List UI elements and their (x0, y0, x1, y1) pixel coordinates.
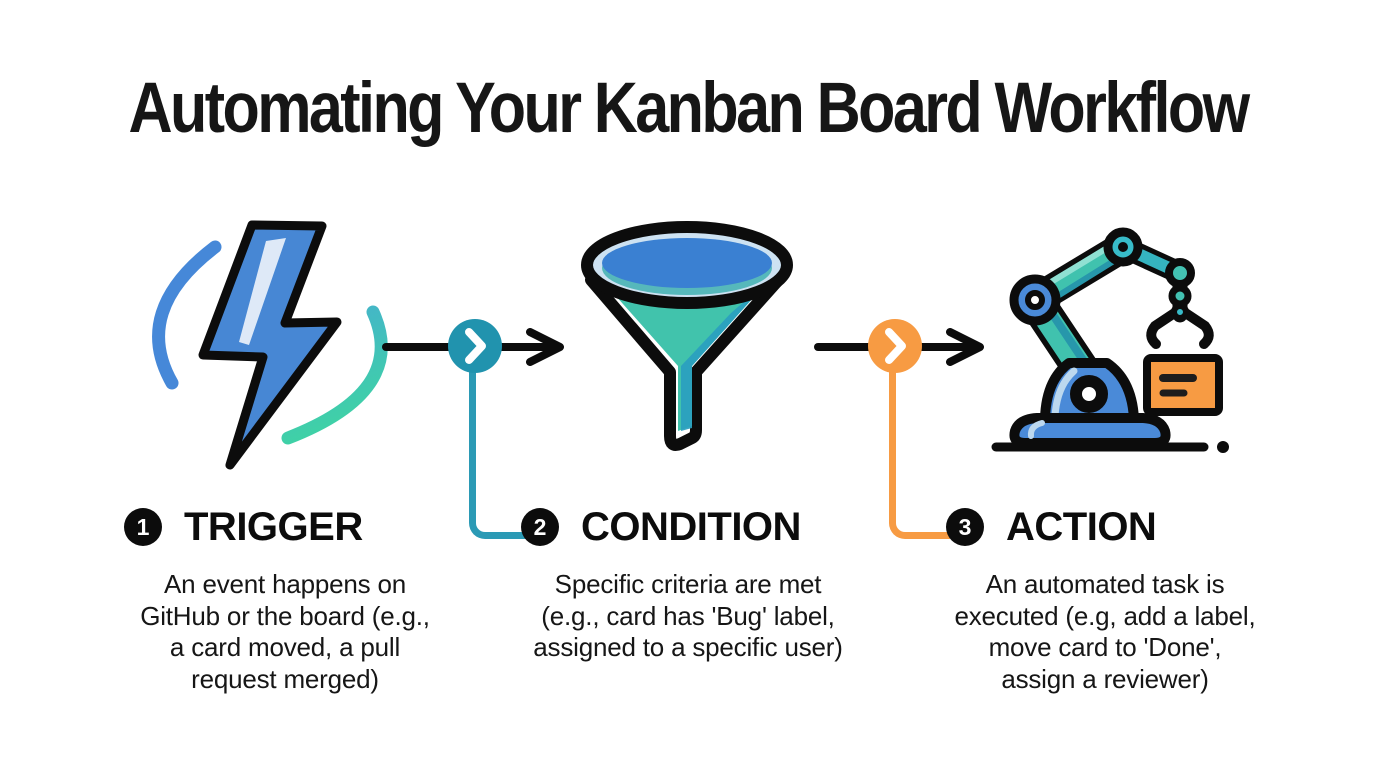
description-line: assigned to a specific user) (533, 632, 843, 662)
step-header-action: 3 ACTION (946, 504, 1157, 549)
description-line: An event happens on (164, 569, 406, 599)
chevron-right-icon (868, 319, 922, 373)
description-line: move card to 'Done', (988, 632, 1222, 662)
step-header-condition: 2 CONDITION (521, 504, 801, 549)
step-header-trigger: 1 TRIGGER (124, 504, 363, 549)
description-line: request merged) (191, 663, 379, 694)
connector-elbow-orange (889, 368, 950, 539)
chevron-right-icon (448, 319, 502, 373)
description-line: GitHub or the board (e.g., (140, 600, 430, 631)
step-description-condition: Specific criteria are met (e.g., card ha… (498, 569, 878, 664)
step-label: TRIGGER (184, 504, 363, 549)
step-number-badge: 3 (946, 508, 984, 546)
robot-arm-icon (991, 227, 1229, 453)
step-description-trigger: An event happens on GitHub or the board … (95, 569, 475, 695)
step-number-badge: 2 (521, 508, 559, 546)
connector-elbow-teal (469, 368, 530, 539)
step-number-badge: 1 (124, 508, 162, 546)
page-title: Automating Your Kanban Board Workflow (128, 69, 1251, 148)
description-line: (e.g., card has 'Bug' label, (541, 600, 835, 631)
lightning-bolt-icon (152, 220, 388, 470)
funnel-icon (581, 221, 793, 451)
description-line: assign a reviewer) (1001, 663, 1209, 694)
description-line: executed (e.g, add a label, (954, 600, 1256, 631)
description-line: a card moved, a pull (169, 632, 401, 662)
description-line: An automated task is (985, 569, 1225, 599)
description-line: Specific criteria are met (554, 569, 822, 599)
step-label: ACTION (1006, 504, 1157, 549)
step-description-action: An automated task is executed (e.g, add … (915, 569, 1295, 695)
step-label: CONDITION (581, 504, 801, 549)
